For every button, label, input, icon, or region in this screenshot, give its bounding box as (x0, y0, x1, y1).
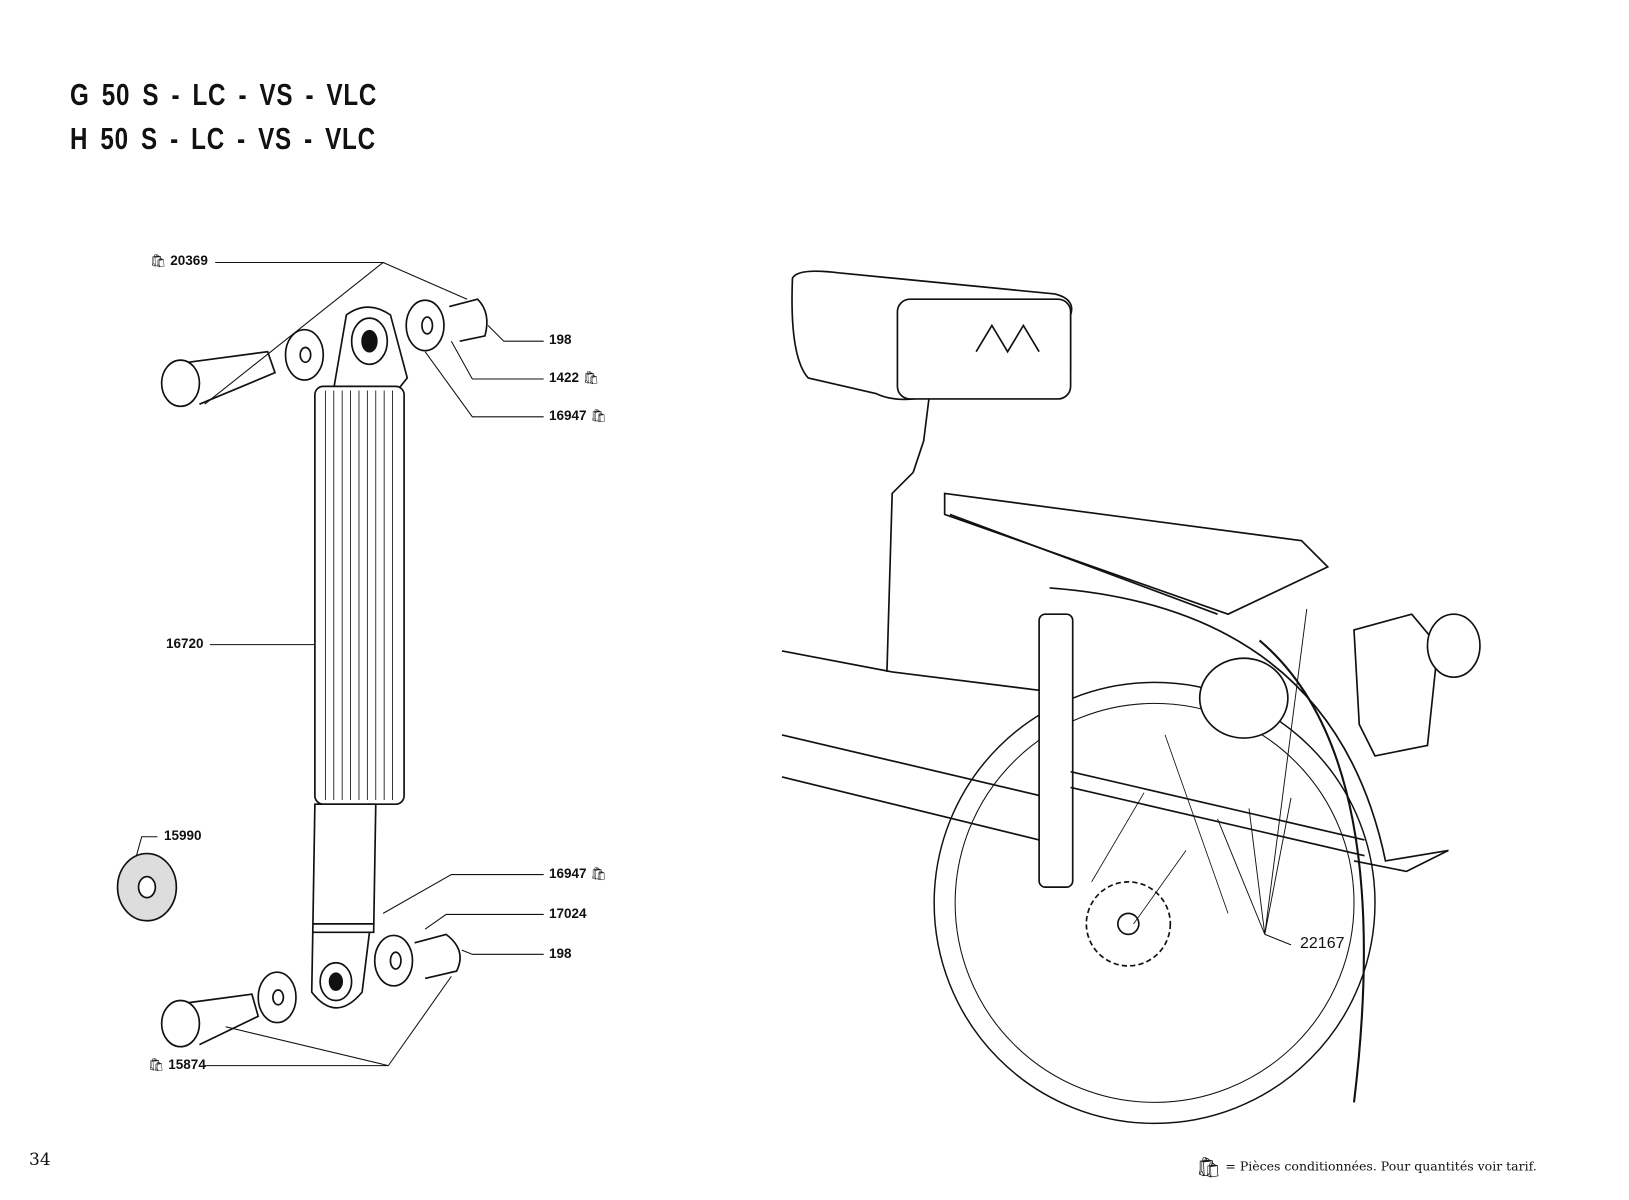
part-number: 16947 (549, 866, 587, 881)
page-number: 34 (29, 1150, 51, 1170)
moped-rear-drawing (781, 270, 1481, 1125)
part-label-16947-top: 16947 🛍 (549, 408, 607, 424)
part-label-1422: 1422 🛍 (549, 370, 599, 386)
part-label-198-top: 198 (549, 332, 572, 347)
packaged-parts-bag-icon: 🛍 (150, 253, 167, 268)
legend-note: 🛍 = Pièces conditionnées. Pour quantités… (1196, 1155, 1537, 1179)
packaged-parts-bag-icon: 🛍 (590, 408, 607, 423)
packaged-parts-bag-icon: 🛍 (582, 370, 600, 385)
shock-absorber-drawing (116, 261, 544, 1067)
model-title-line-2: H 50 S - LC - VS - VLC (70, 121, 376, 156)
part-number: 1422 (549, 370, 580, 385)
part-label-17024: 17024 (549, 906, 587, 921)
part-number: 16947 (549, 408, 587, 423)
part-label-15874: 🛍 15874 (148, 1057, 206, 1073)
part-label-16947-bottom: 16947 🛍 (549, 866, 607, 882)
model-title-line-1: G 50 S - LC - VS - VLC (70, 77, 378, 112)
part-label-22167: 22167 (1300, 935, 1345, 952)
part-label-20369: 🛍 20369 (150, 253, 208, 269)
part-label-15990: 15990 (164, 828, 202, 843)
part-number: 20369 (170, 253, 208, 268)
part-label-16720: 16720 (166, 636, 204, 651)
legend-text: = Pièces conditionnées. Pour quantités v… (1225, 1158, 1537, 1174)
packaged-parts-bag-icon: 🛍 (1196, 1155, 1222, 1179)
part-number: 15874 (168, 1057, 206, 1072)
packaged-parts-bag-icon: 🛍 (148, 1057, 165, 1072)
part-label-198-bottom: 198 (549, 946, 572, 961)
packaged-parts-bag-icon: 🛍 (590, 866, 607, 881)
